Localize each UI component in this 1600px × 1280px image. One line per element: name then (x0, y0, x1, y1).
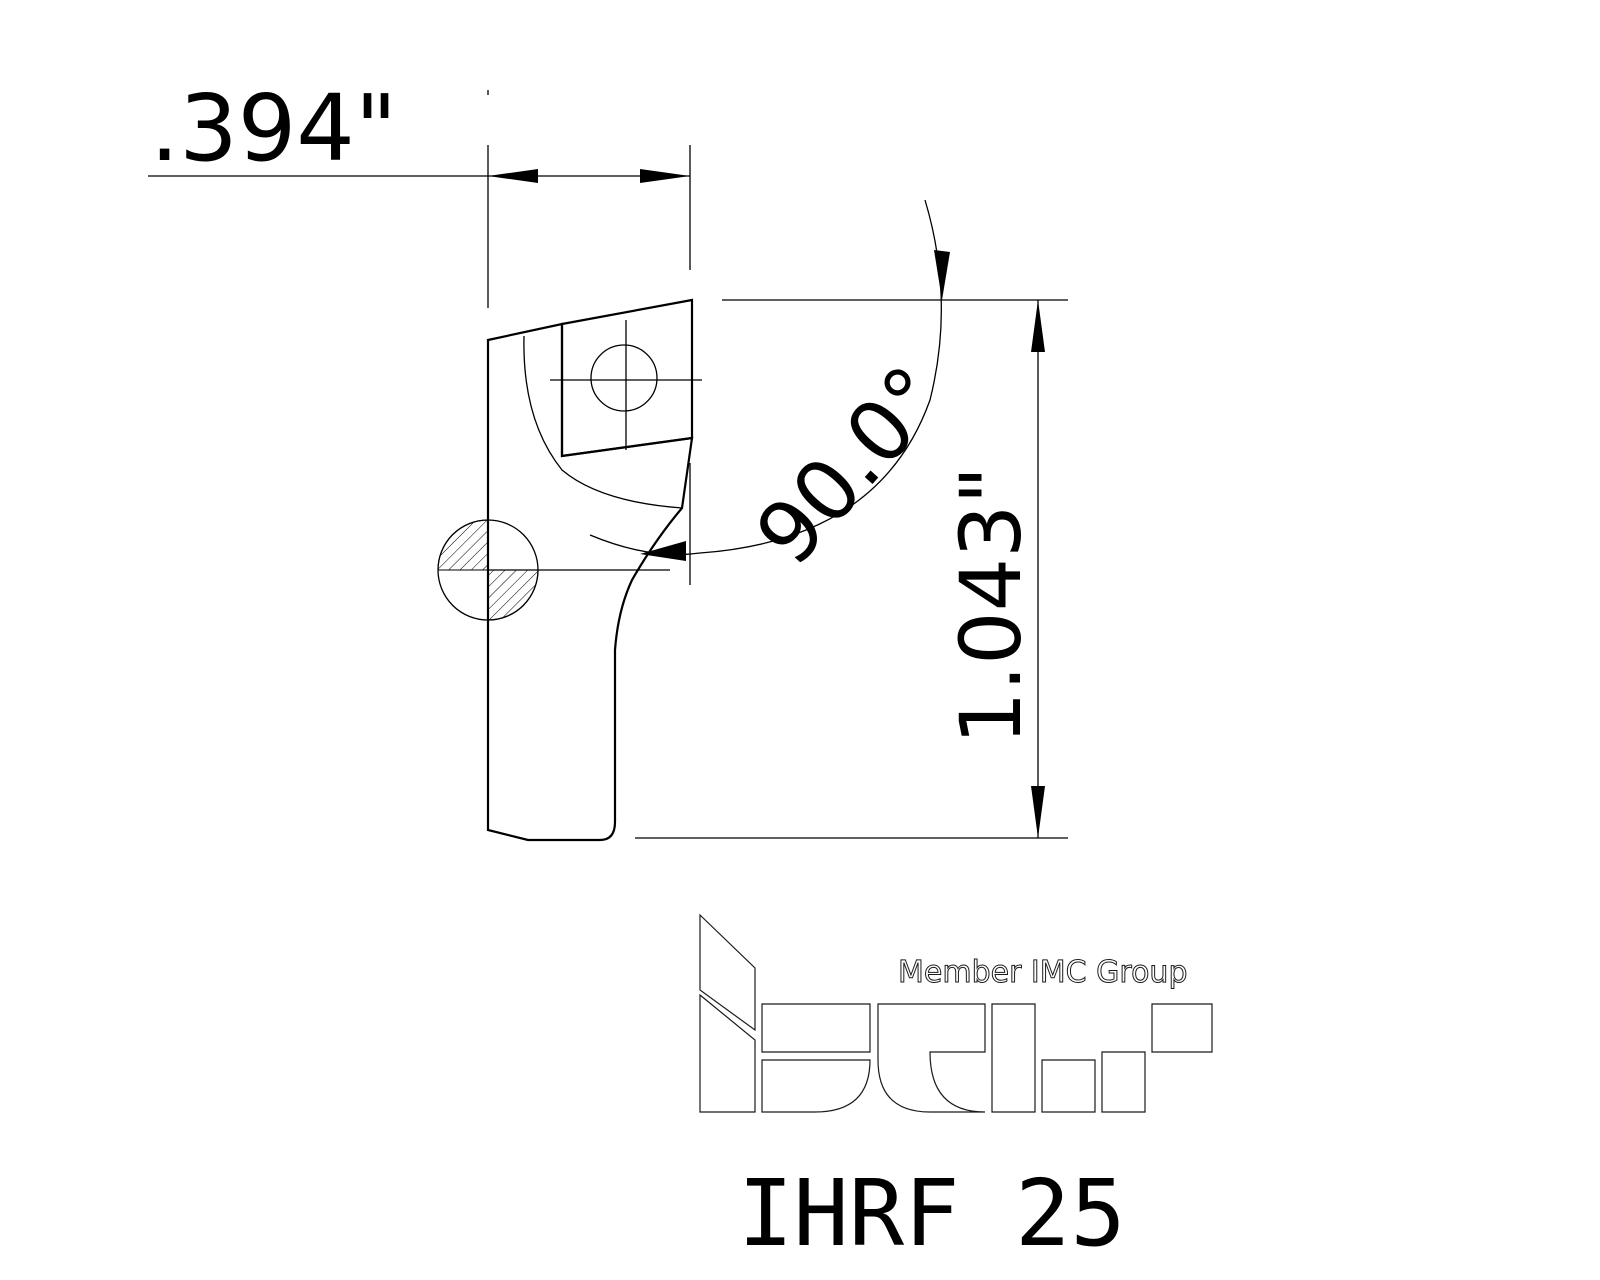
width-arrow-left (488, 169, 538, 183)
width-arrow-right (640, 169, 690, 183)
logo-letter-r (1101, 1003, 1213, 1113)
insert-screw-hole (590, 344, 658, 412)
section-marker (437, 519, 670, 621)
angle-dimension: 90.0° (589, 199, 963, 585)
part-number-title: IHRF 25 (738, 1160, 1126, 1267)
tool-body-outline (486, 322, 694, 842)
tool-chip-groove (523, 335, 683, 509)
logo-letter-c (877, 1003, 986, 1113)
logo-letter-s (761, 1003, 871, 1113)
insert-outline (560, 298, 694, 458)
logo-brand-mark (699, 913, 1213, 1113)
angle-arrow-top (934, 250, 950, 300)
section-hatch-top-left (437, 519, 489, 571)
logo-letter-a (991, 1003, 1096, 1113)
height-arrow-top (1031, 300, 1045, 352)
width-dimension: .394" (148, 75, 691, 308)
angle-dimension-label: 90.0° (737, 348, 963, 584)
section-hatch-bottom-right (487, 569, 539, 621)
logo-brand-text: iscar (0, 0, 3, 1)
height-dimension: 1.043" (635, 299, 1068, 839)
logo-letter-i-top (699, 913, 756, 1032)
angle-arrow-left (640, 541, 686, 561)
width-dimension-label: .394" (150, 75, 397, 182)
iscar-logo: Member IMC Group iscar (0, 0, 1213, 1113)
logo-tagline: Member IMC Group (898, 955, 1187, 990)
tool-profile (486, 298, 702, 842)
logo-letter-i-bottom (699, 993, 756, 1113)
height-arrow-bottom (1031, 786, 1045, 838)
height-dimension-label: 1.043" (942, 466, 1040, 745)
